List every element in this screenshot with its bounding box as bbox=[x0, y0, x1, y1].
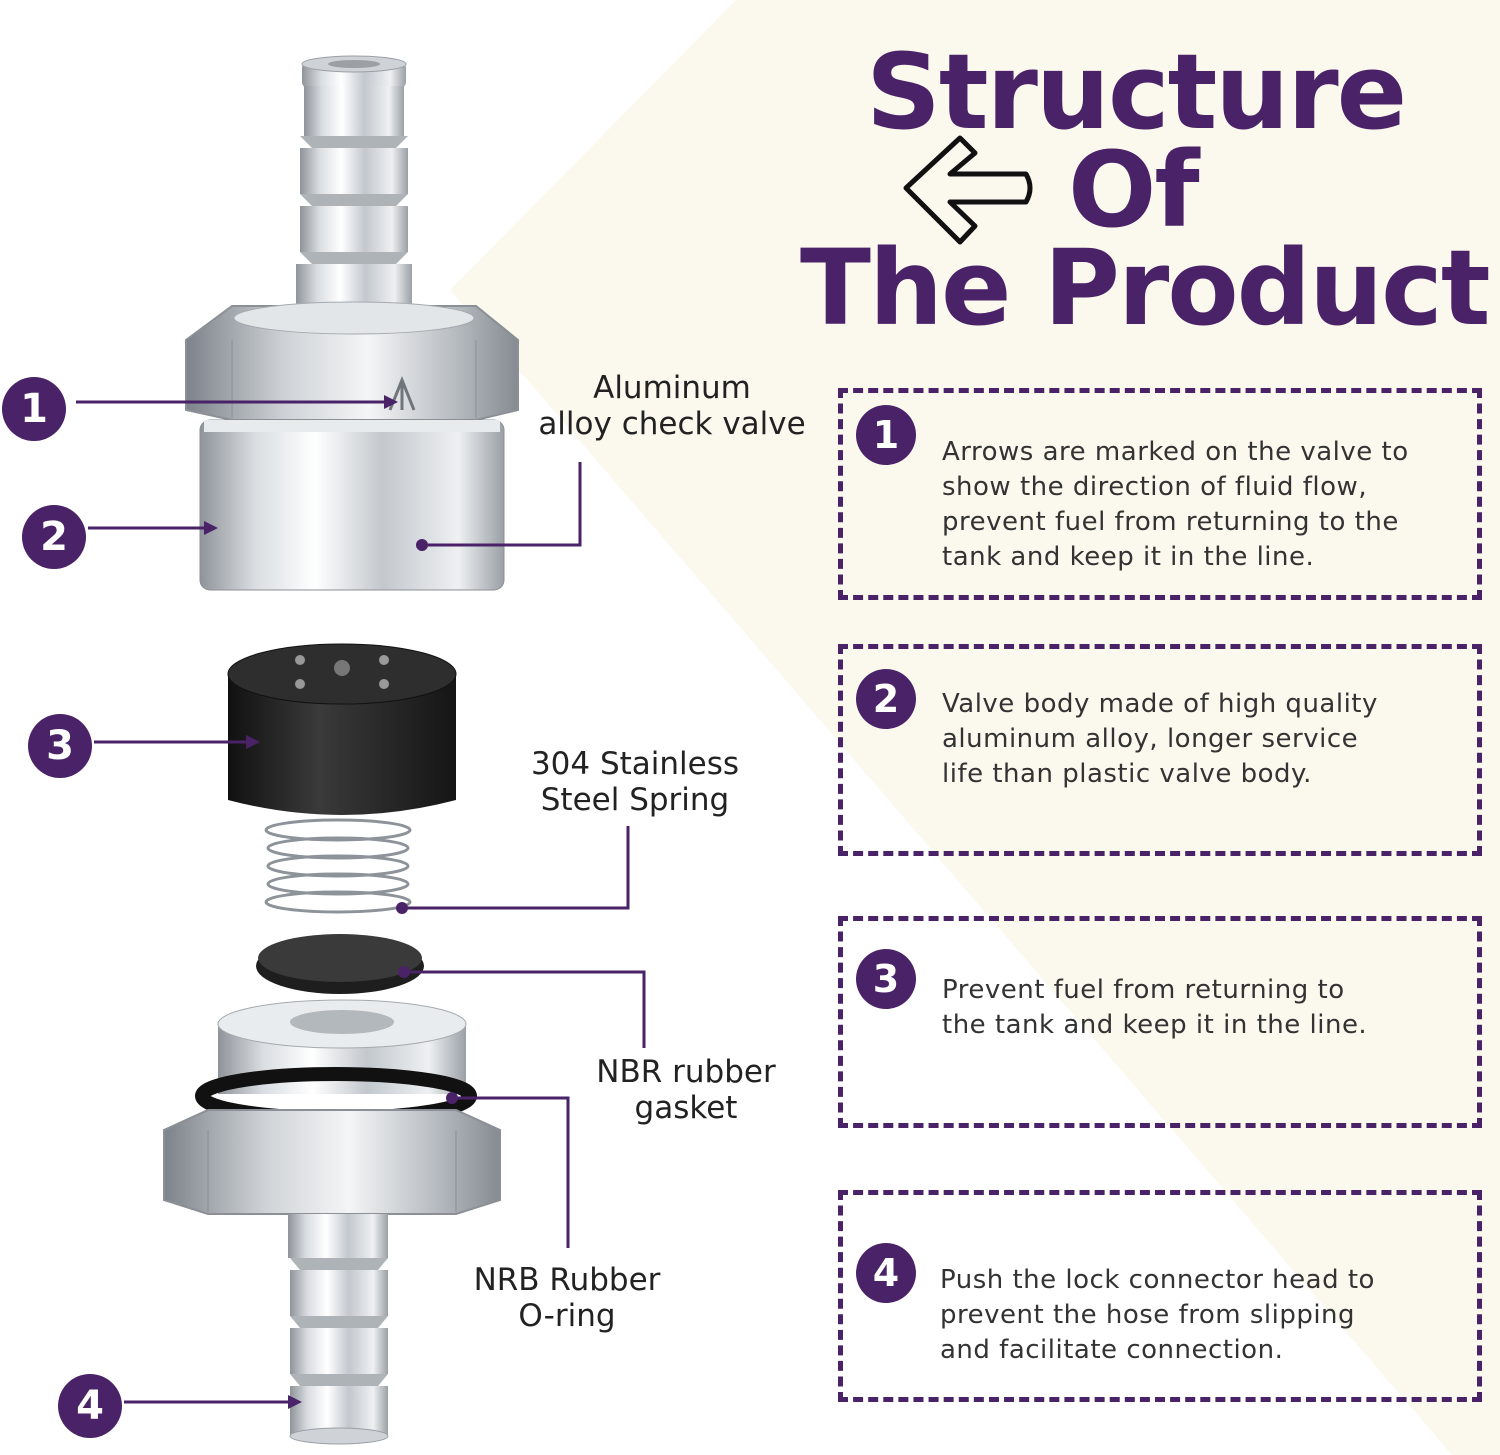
part-badge-2: 2 bbox=[22, 505, 86, 569]
feature-number-badge: 3 bbox=[856, 949, 916, 1009]
background-panel bbox=[450, 0, 1500, 1455]
feature-card-4: 4 Push the lock connector head to preven… bbox=[838, 1190, 1482, 1402]
label-line: Aluminum bbox=[593, 370, 751, 406]
feature-text-line: prevent fuel from returning to the bbox=[942, 507, 1399, 537]
feature-description: Prevent fuel from returning to the tank … bbox=[942, 973, 1457, 1043]
rubber-gasket bbox=[256, 934, 424, 994]
label-aluminum-check-valve: Aluminum alloy check valve bbox=[522, 370, 822, 442]
title-line-1: Structure bbox=[866, 31, 1407, 153]
title-line-3: The Product bbox=[800, 227, 1491, 349]
arrow-left-outline-icon bbox=[903, 135, 1033, 245]
feature-text-line: Arrows are marked on the valve to bbox=[942, 437, 1409, 467]
label-line: NRB Rubber bbox=[473, 1262, 661, 1298]
feature-text-line: tank and keep it in the line. bbox=[942, 542, 1315, 572]
label-line: NBR rubber bbox=[596, 1054, 776, 1090]
feature-text-line: Push the lock connector head to bbox=[940, 1265, 1375, 1295]
feature-text-line: aluminum alloy, longer service bbox=[942, 724, 1359, 754]
part-badge-4: 4 bbox=[58, 1374, 122, 1438]
feature-card-3: 3 Prevent fuel from returning to the tan… bbox=[838, 916, 1482, 1128]
leader-arrowheads bbox=[204, 395, 458, 1409]
feature-description: Arrows are marked on the valve to show t… bbox=[942, 435, 1457, 575]
feature-text-line: life than plastic valve body. bbox=[942, 759, 1312, 789]
part-badge-3: 3 bbox=[28, 714, 92, 778]
part-badge-1: 1 bbox=[2, 377, 66, 441]
feature-text-line: show the direction of fluid flow, bbox=[942, 472, 1368, 502]
label-nbr-gasket: NBR rubber gasket bbox=[576, 1054, 796, 1126]
check-valve-top bbox=[185, 55, 519, 591]
feature-description: Push the lock connector head to prevent … bbox=[940, 1263, 1457, 1368]
label-line: 304 Stainless bbox=[530, 746, 740, 782]
title-line-2: Of bbox=[1068, 129, 1200, 251]
feature-text-line: and facilitate connection. bbox=[940, 1335, 1284, 1365]
check-valve-bottom bbox=[163, 999, 501, 1445]
label-line: Steel Spring bbox=[540, 782, 730, 818]
label-line: O-ring bbox=[518, 1298, 616, 1334]
feature-card-1: 1 Arrows are marked on the valve to show… bbox=[838, 388, 1482, 600]
feature-description: Valve body made of high quality aluminum… bbox=[942, 687, 1457, 792]
feature-text-line: Valve body made of high quality bbox=[942, 689, 1378, 719]
label-nrb-oring: NRB Rubber O-ring bbox=[452, 1262, 682, 1334]
feature-card-2: 2 Valve body made of high quality alumin… bbox=[838, 644, 1482, 856]
feature-number-badge: 2 bbox=[856, 669, 916, 729]
feature-number-badge: 4 bbox=[856, 1243, 916, 1303]
leader-lines bbox=[76, 400, 646, 1404]
feature-text-line: the tank and keep it in the line. bbox=[942, 1010, 1368, 1040]
feature-number-badge: 1 bbox=[856, 405, 916, 465]
label-line: gasket bbox=[634, 1090, 738, 1126]
label-stainless-spring: 304 Stainless Steel Spring bbox=[500, 746, 770, 818]
steel-spring bbox=[264, 818, 412, 914]
feature-text-line: Prevent fuel from returning to bbox=[942, 975, 1345, 1005]
valve-poppet bbox=[227, 643, 457, 815]
label-line: alloy check valve bbox=[538, 406, 806, 442]
feature-text-line: prevent the hose from slipping bbox=[940, 1300, 1356, 1330]
